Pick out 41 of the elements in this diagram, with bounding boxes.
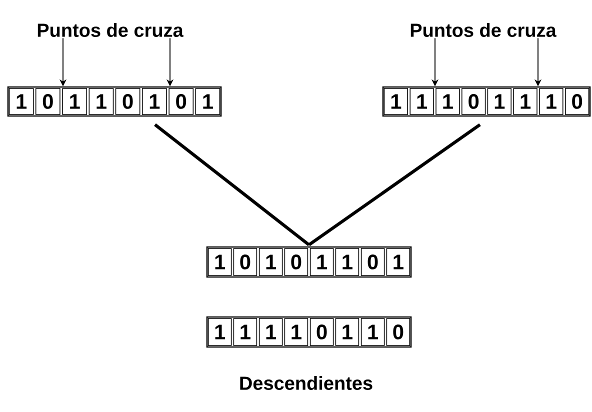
bit-cell: 1	[258, 318, 283, 346]
connector-line	[154, 123, 310, 246]
bit-string-box	[7, 86, 222, 117]
label-text: Puntos de cruza	[410, 23, 556, 37]
bit-cell: 1	[208, 318, 232, 346]
bit-cell: 1	[88, 88, 114, 115]
bit-string-box	[206, 316, 412, 348]
bit-cell: 1	[335, 248, 360, 276]
bit-cell: 1	[195, 88, 220, 115]
caption-text: Descendientes	[240, 376, 372, 390]
bit-cell: 1	[487, 88, 512, 115]
bit-cell: 1	[386, 248, 410, 276]
bit-cell: 0	[310, 318, 334, 346]
bit-cell: 1	[335, 318, 360, 346]
bit-cell: 1	[310, 248, 334, 276]
bit-cell: 0	[462, 88, 486, 115]
bit-cell: 1	[410, 88, 434, 115]
bit-cell: 0	[35, 88, 60, 115]
bit-cell: 1	[436, 88, 460, 115]
bit-cell: 1	[62, 88, 88, 115]
bit-cell: 1	[142, 88, 167, 115]
bit-cell: 1	[258, 248, 283, 276]
bit-cell: 0	[360, 248, 385, 276]
bit-cell: 0	[233, 248, 258, 276]
connector-line	[308, 123, 481, 246]
bit-string-box	[382, 86, 591, 117]
bit-cell: 0	[168, 88, 194, 115]
bit-cell: 1	[284, 318, 308, 346]
bit-cell: 1	[360, 318, 385, 346]
bit-cell: 0	[284, 248, 308, 276]
bit-cell: 1	[539, 88, 564, 115]
label-text: Puntos de cruza	[38, 23, 184, 37]
bit-cell: 1	[513, 88, 538, 115]
bit-cell: 0	[386, 318, 410, 346]
bit-cell: 0	[115, 88, 140, 115]
bit-cell: 1	[233, 318, 258, 346]
bit-cell: 1	[8, 88, 34, 115]
bit-cell: 1	[384, 88, 408, 115]
bit-string-box	[206, 246, 412, 278]
bit-cell: 1	[208, 248, 232, 276]
bit-cell: 0	[565, 88, 590, 115]
